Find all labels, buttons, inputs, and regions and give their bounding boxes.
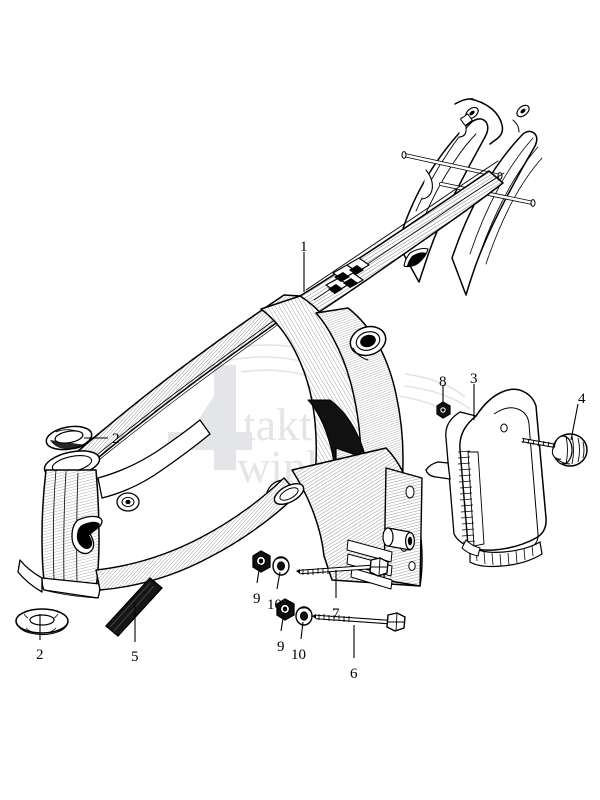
- callout-knurled-thumb-screw: 4: [578, 391, 586, 407]
- callout-nut-small: 8: [439, 374, 447, 390]
- svg-text:takt: takt: [243, 399, 312, 450]
- part-knurled-thumb-screw: [521, 433, 588, 467]
- callout-lock-washer-lower: 10: [291, 647, 306, 663]
- part-lock-washer-upper: [272, 556, 290, 576]
- part-bolt-upper: [296, 557, 389, 577]
- leader-line-knurled-thumb-screw: [570, 403, 579, 441]
- part-main-frame: [17, 98, 543, 599]
- callout-rubber-pad: 5: [131, 649, 139, 665]
- part-bolt-lower: [312, 612, 406, 632]
- part-bearing-race-lower: [15, 608, 69, 636]
- callout-lock-washer-upper: 10: [267, 597, 282, 613]
- callout-engine-mount-bolt-short: 7: [332, 606, 340, 622]
- callout-steering-head-race-lower: 2: [36, 647, 44, 663]
- leader-line-lock-washer-lower: [300, 621, 304, 640]
- part-side-cover: [425, 388, 547, 568]
- callout-main-frame: 1: [300, 239, 308, 255]
- callout-steering-head-race-upper: 2: [112, 431, 120, 447]
- frame-cross-tube-upper: [401, 151, 503, 180]
- part-bearing-race-upper: [45, 425, 93, 451]
- part-nut-upper: [252, 550, 271, 573]
- leader-line-lock-washer-upper: [276, 571, 281, 590]
- leader-line-nut-upper: [256, 563, 261, 584]
- part-rubber-pad: [105, 577, 163, 637]
- callout-side-cover: 3: [470, 371, 478, 387]
- leader-line-nut-lower: [280, 611, 285, 632]
- callout-engine-mount-bolt-long: 6: [350, 666, 358, 682]
- engine-mount-boss: [382, 527, 416, 551]
- part-nut-lower: [276, 598, 295, 621]
- part-steering-head: [17, 419, 211, 599]
- callout-nut-upper: 9: [253, 591, 261, 607]
- callout-nut-lower: 9: [277, 639, 285, 655]
